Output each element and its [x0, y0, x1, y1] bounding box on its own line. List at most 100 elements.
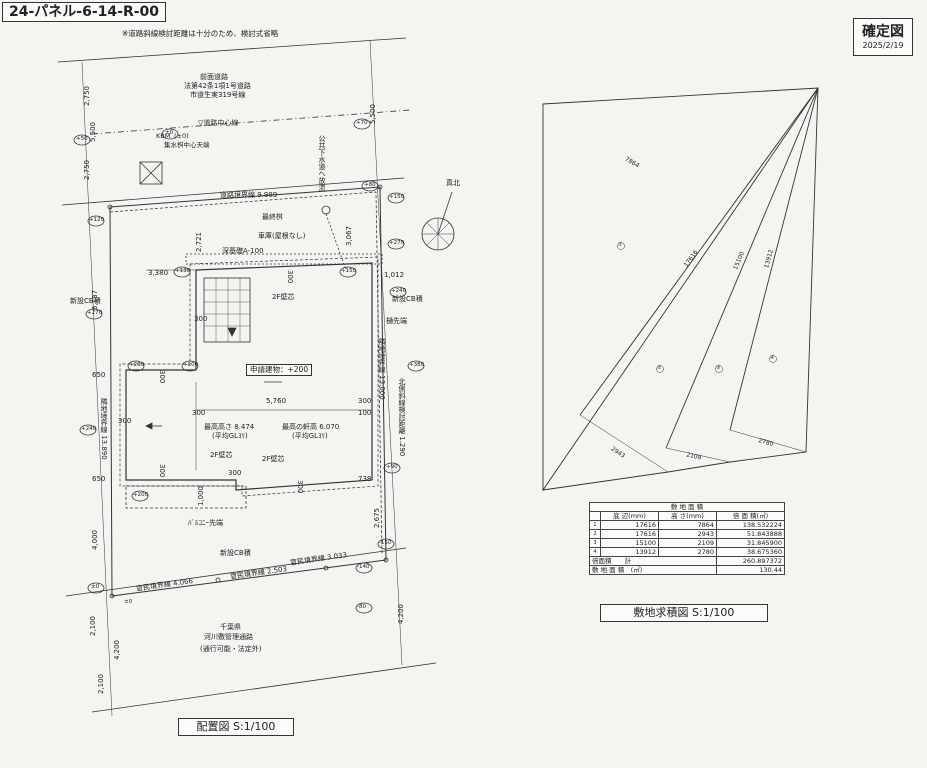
triangle-4-label: ④ — [770, 355, 775, 361]
confirmed-title: 確定図 — [862, 24, 904, 40]
row-base: 17616 — [599, 529, 660, 539]
sum-label: 倍面積 計 — [588, 556, 718, 566]
dim-4000: 4,000 — [91, 530, 99, 551]
level-plus90: +90 — [386, 464, 398, 470]
level-plus240-a: +240 — [391, 288, 407, 294]
balcony-label: ﾊﾞﾙｺﾆｰ先端 — [188, 519, 223, 527]
river-road-note: (通行可能・法定外) — [200, 645, 262, 653]
dim-1012: 1,012 — [384, 271, 405, 279]
building-label: 申請建物：+200 — [246, 364, 313, 376]
wall-2f-label-a: 2F壁芯 — [272, 293, 295, 301]
dim-5760: 5,760 — [266, 397, 287, 405]
dim-4200-a: 4,200 — [113, 640, 121, 661]
site-area-table: 敷 地 面 積 底 辺(mm) 高 さ(mm) 倍 面 積(㎡) 1 17616… — [588, 502, 785, 575]
dim-1000: 1,000 — [197, 486, 205, 507]
dim-300-e: 300 — [192, 409, 206, 417]
dim-300-c: 300 — [158, 370, 166, 384]
dim-5500-a: 5,500 — [89, 122, 97, 143]
triangle-2-label: ② — [657, 365, 662, 371]
dim-300-b: 300 — [286, 270, 294, 284]
drain-label: 公共下水道へ放流 — [318, 135, 326, 191]
dim-3067: 3,067 — [345, 226, 353, 247]
header-index — [589, 511, 601, 521]
dim-300-a: 300 — [194, 315, 208, 323]
dim-2100-a: 2,100 — [89, 616, 97, 637]
level-plus50: +50 — [76, 136, 88, 142]
level-plus380: +380 — [409, 362, 425, 368]
wall-2f-label-c: 2F壁芯 — [262, 455, 285, 463]
table-row: 1 17616 7864 138.532224 — [589, 520, 785, 530]
footing-label: 深基礎A-100 — [222, 247, 264, 255]
row-area: 38.675360 — [716, 547, 785, 557]
north-label: 真北 — [446, 179, 460, 187]
kbm-level: (±0) — [174, 132, 189, 140]
level-plus270-b: +270 — [87, 310, 103, 316]
dim-300-h: 300 — [228, 469, 242, 477]
dim-300-i: 300 — [296, 480, 304, 494]
front-road-name: 前面道路 — [200, 73, 228, 81]
dim-3380: 3,380 — [148, 269, 169, 277]
row-index: 2 — [589, 529, 601, 539]
adj-boundary-right: 隣地境界線 13.000 — [378, 338, 386, 400]
front-road-no: 市道生実319号線 — [190, 91, 246, 99]
garage-label: 車庫(屋根なし) — [258, 232, 306, 240]
level-plus200-c: +200 — [133, 492, 149, 498]
level-zero-b: ±0 — [165, 130, 174, 136]
level-plus80: +80 — [364, 182, 376, 188]
dim-650-a: 650 — [92, 371, 106, 379]
sum-value: 260.897372 — [716, 556, 785, 566]
confirmed-stamp: 確定図 2025/2/19 — [853, 18, 913, 56]
row-base: 17616 — [599, 520, 660, 530]
row-height: 2780 — [658, 547, 718, 557]
avg-gl-2: (平均GLﾖﾘ) — [292, 432, 328, 440]
row-index: 1 — [589, 520, 601, 530]
dim-5500-b: 5,500 — [369, 104, 377, 125]
kbm-label: KBM — [156, 132, 171, 140]
level-plus120: +120 — [89, 217, 105, 223]
max-eaves: 最高の軒高 6.070 — [282, 423, 340, 431]
row-height: 2943 — [658, 529, 718, 539]
row-base: 13912 — [599, 547, 660, 557]
new-cb-label-bottom: 新設CB積 — [220, 549, 251, 557]
river-road-label: 河川敷管理通路 — [204, 633, 253, 641]
site-area-label: 敷 地 面 積 (㎡) — [588, 565, 718, 575]
table-row: 3 15100 2109 31.845900 — [589, 538, 785, 548]
header-height: 高 さ(mm) — [658, 511, 718, 521]
triangle-3-label: ③ — [716, 365, 721, 371]
site-plan-title: 配置図 S:1/100 — [178, 718, 294, 736]
level-minus80: -80 — [357, 604, 366, 610]
front-road-law: 法第42条1項1号道路 — [184, 82, 251, 90]
dim-100: 100 — [358, 409, 372, 417]
row-index: 3 — [589, 538, 601, 548]
dim-738: 738 — [358, 475, 372, 483]
header-area: 倍 面 積(㎡) — [716, 511, 785, 521]
header-base: 底 辺(mm) — [599, 511, 660, 521]
level-plus130: +130 — [175, 268, 191, 274]
wall-2f-label-b: 2F壁芯 — [210, 451, 233, 459]
row-index: 4 — [589, 547, 601, 557]
new-cb-label-left: 新設CB積 — [70, 297, 101, 305]
final-basin-label: 最終桝 — [262, 213, 283, 221]
road-center-line: ▽道路中心線 — [198, 119, 239, 127]
table-row: 4 13912 2780 38.675360 — [589, 547, 785, 557]
dim-2750-a: 2,750 — [83, 86, 91, 107]
row-area: 31.845900 — [716, 538, 785, 548]
level-plus270-a: +270 — [389, 240, 405, 246]
table-row: 2 17616 2943 51.843888 — [589, 529, 785, 539]
level-plus70: +70 — [356, 120, 368, 126]
dim-2721: 2,721 — [195, 232, 203, 253]
row-area: 138.532224 — [716, 520, 785, 530]
prefecture-label: 千葉県 — [220, 623, 241, 631]
table-caption: 敷 地 面 積 — [589, 502, 785, 512]
dim-650-b: 650 — [92, 475, 106, 483]
level-plus150-b: +150 — [341, 268, 357, 274]
level-plus150-a: +150 — [389, 194, 405, 200]
dim-300-d: 300 — [118, 417, 132, 425]
dim-2750-b: 2,750 — [83, 160, 91, 181]
max-height: 最高高さ 8.474 — [204, 423, 255, 431]
site-area-title: 敷地求積図 S:1/100 — [600, 604, 768, 622]
north-slope-distance: 北側斜線検討距離 1.290 — [398, 378, 406, 457]
dim-2100-b: 2,100 — [97, 674, 105, 695]
dim-2675: 2,675 — [373, 508, 381, 529]
site-area-value: 130.44 — [716, 565, 785, 575]
